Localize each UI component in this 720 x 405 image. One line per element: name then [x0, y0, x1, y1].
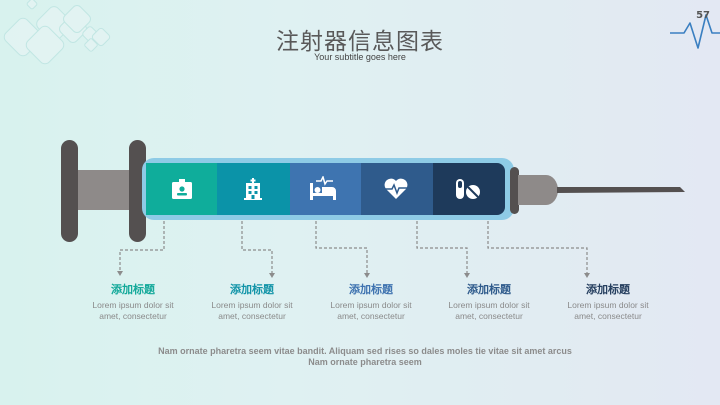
item-desc-line2: amet, consectetur — [218, 311, 286, 321]
footer-text: Nam ornate pharetra seem vitae bandit. A… — [0, 346, 720, 368]
footer-line-1: Nam ornate pharetra seem vitae bandit. A… — [158, 346, 572, 356]
item-desc-line1: Lorem ipsum dolor sit — [92, 300, 174, 310]
decorative-cross-pattern — [3, 0, 111, 65]
plunger-thumb — [61, 140, 78, 242]
connectors — [119, 221, 588, 274]
hospital-bed-icon — [308, 174, 338, 204]
item-title: 添加标题 — [586, 283, 630, 296]
item-title: 添加标题 — [467, 283, 511, 296]
page-number: 57 — [696, 10, 710, 21]
heartbeat-icon — [381, 174, 411, 204]
info-item-3: 添加标题 Lorem ipsum dolor sit amet, consect… — [316, 281, 426, 322]
item-desc-line1: Lorem ipsum dolor sit — [211, 300, 293, 310]
page-subtitle: Your subtitle goes here — [314, 52, 406, 62]
connector-arrowheads — [117, 271, 590, 278]
item-title: 添加标题 — [349, 283, 393, 296]
item-desc-line2: amet, consectetur — [99, 311, 167, 321]
finger-flange — [129, 140, 146, 242]
pills-icon — [453, 174, 483, 204]
id-badge-icon — [167, 174, 197, 204]
hospital-icon — [238, 174, 268, 204]
needle-hub — [518, 175, 558, 205]
item-desc-line2: amet, consectetur — [337, 311, 405, 321]
item-desc-line1: Lorem ipsum dolor sit — [448, 300, 530, 310]
info-item-4: 添加标题 Lorem ipsum dolor sit amet, consect… — [434, 281, 544, 322]
item-desc-line1: Lorem ipsum dolor sit — [567, 300, 649, 310]
plunger-rod — [74, 170, 134, 210]
page-number-badge: 57 — [660, 0, 720, 50]
footer-line-2: Nam ornate pharetra seem — [308, 357, 422, 367]
item-desc-line2: amet, consectetur — [574, 311, 642, 321]
info-item-2: 添加标题 Lorem ipsum dolor sit amet, consect… — [197, 281, 307, 322]
needle — [557, 187, 685, 193]
info-item-1: 添加标题 Lorem ipsum dolor sit amet, consect… — [78, 281, 188, 322]
page-title: 注射器信息图表 — [276, 29, 444, 55]
heartbeat-line-icon — [670, 14, 720, 49]
item-desc-line1: Lorem ipsum dolor sit — [330, 300, 412, 310]
item-title: 添加标题 — [111, 283, 155, 296]
info-item-5: 添加标题 Lorem ipsum dolor sit amet, consect… — [553, 281, 663, 322]
item-desc-line2: amet, consectetur — [455, 311, 523, 321]
item-title: 添加标题 — [230, 283, 274, 296]
barrel-tip-ring — [510, 167, 519, 214]
